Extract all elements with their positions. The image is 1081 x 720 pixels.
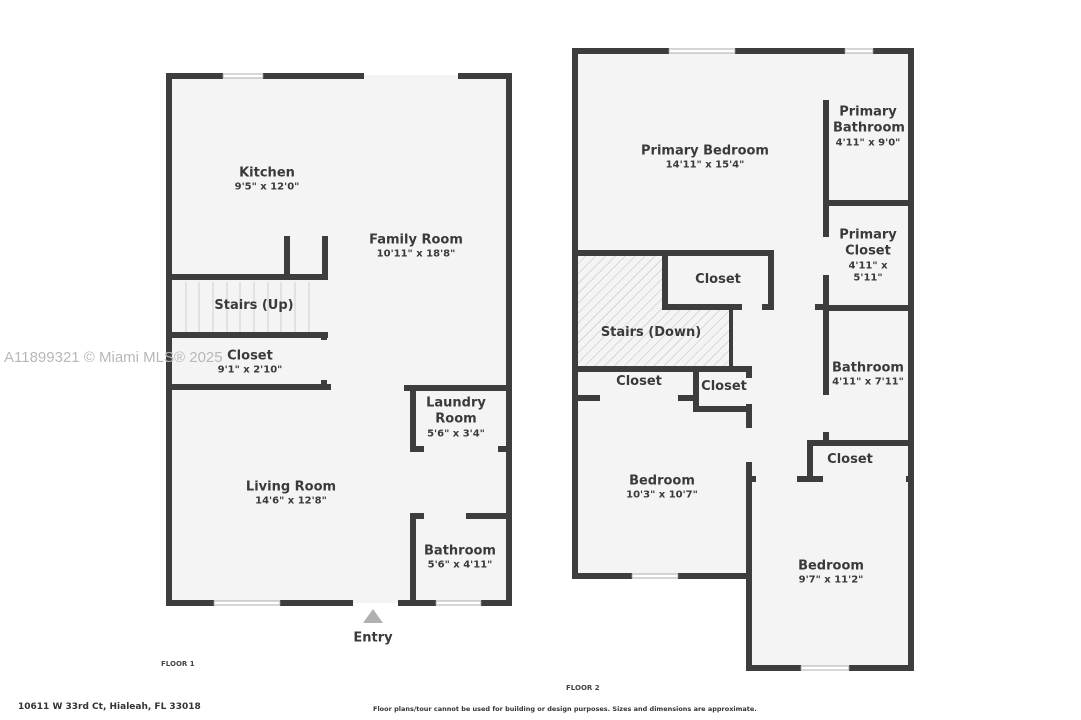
- room-name: Bathroom: [424, 543, 496, 559]
- room-dimensions: 5'6" x 4'11": [427, 559, 493, 571]
- room-name: Closet: [616, 373, 662, 389]
- room-dimensions: 9'1" x 2'10": [217, 364, 283, 376]
- floor-1-label: FLOOR 1: [161, 660, 195, 668]
- floor-2-plan: [572, 48, 914, 671]
- room-name: Closet: [695, 271, 741, 287]
- room-dimensions: 4'11" x 7'11": [832, 376, 904, 388]
- room-name: Kitchen: [239, 165, 295, 181]
- room-stairs-up: Stairs (Up): [214, 298, 293, 314]
- floor-2-label: FLOOR 2: [566, 684, 600, 692]
- room-stairs-down: Stairs (Down): [601, 325, 701, 341]
- room-dimensions: 14'11" x 15'4": [665, 159, 745, 171]
- room-dimensions: 14'6" x 12'8": [255, 495, 327, 507]
- room-dimensions: 9'5" x 12'0": [234, 181, 300, 193]
- room-name: Bedroom: [798, 558, 864, 574]
- room-dimensions: 4'11" x 9'0": [835, 137, 901, 148]
- floor-2-windows: [631, 48, 874, 671]
- floor-1-plan: [166, 73, 512, 623]
- room-closet: Closet: [616, 374, 662, 390]
- room-dimensions: 10'3" x 10'7": [626, 489, 698, 501]
- room-name: Primary Bathroom: [833, 104, 905, 136]
- disclaimer: Floor plans/tour cannot be used for buil…: [373, 705, 757, 713]
- room-closet: Closet: [695, 272, 741, 288]
- room-name: Stairs (Up): [214, 297, 294, 313]
- room-name: Stairs (Down): [600, 324, 702, 340]
- room-name: Family Room: [369, 232, 463, 248]
- watermark: A11899321 © Miami MLS® 2025: [4, 349, 223, 366]
- room-closet: Closet: [701, 379, 747, 395]
- room-name: Closet: [827, 451, 873, 467]
- room-name: Bathroom: [832, 360, 904, 376]
- room-dimensions: 4'11" x 5'11": [848, 259, 888, 284]
- floor-2-walls: [572, 48, 914, 671]
- room-name: Closet: [227, 348, 273, 364]
- entry-arrow-icon: [363, 609, 383, 623]
- room-name: Primary Bedroom: [641, 143, 769, 159]
- floor-1-area: [169, 75, 510, 603]
- address: 10611 W 33rd Ct, Hialeah, FL 33018: [18, 702, 201, 712]
- room-name: Closet: [701, 378, 747, 394]
- entry-label: Entry: [353, 630, 393, 646]
- room-name: Living Room: [245, 479, 337, 495]
- stairs-up: [172, 280, 324, 334]
- room-dimensions: 9'7" x 11'2": [798, 574, 864, 586]
- room-name: Primary Closet: [839, 227, 897, 259]
- room-dimensions: 10'11" x 18'8": [376, 248, 456, 260]
- room-closet: Closet: [827, 452, 873, 468]
- floor-1-windows: [213, 73, 482, 606]
- floor-1-walls: [166, 73, 512, 606]
- room-name: Laundry Room: [426, 395, 486, 427]
- room-dimensions: 5'6" x 3'4": [427, 428, 485, 439]
- room-name: Bedroom: [629, 473, 695, 489]
